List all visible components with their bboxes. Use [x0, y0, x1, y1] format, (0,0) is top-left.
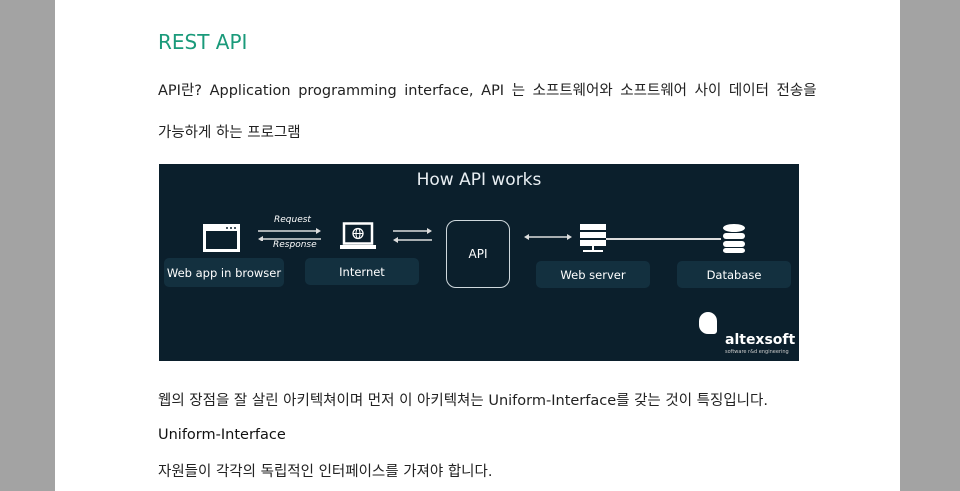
- database-label: Database: [677, 261, 791, 288]
- browser-icon: [203, 224, 240, 252]
- internet-api-arrows: [393, 228, 432, 243]
- server-db-connector: [606, 238, 721, 240]
- intro-text-line1: API란? Application programming interface,…: [158, 83, 817, 99]
- laptop-globe-icon: [340, 222, 376, 249]
- response-label: Response: [273, 240, 317, 250]
- altexsoft-logo: altexsoft: [725, 332, 796, 348]
- subheading: Uniform-Interface: [158, 427, 286, 443]
- api-diagram-image: How API works Request Response API Web a…: [159, 164, 799, 361]
- request-response-arrows: [258, 228, 321, 241]
- altexsoft-tagline: software r&d engineering: [725, 349, 789, 355]
- request-label: Request: [274, 215, 311, 225]
- api-box: API: [446, 220, 510, 288]
- internet-label: Internet: [305, 258, 419, 285]
- web-server-label: Web server: [536, 261, 650, 288]
- database-icon: [723, 224, 745, 253]
- api-server-arrow: [524, 234, 572, 240]
- paragraph: 자원들이 각각의 독립적인 인터페이스를 가져야 합니다.: [158, 464, 493, 480]
- section-heading: REST API: [158, 30, 248, 54]
- server-icon: [580, 224, 606, 252]
- web-app-label: Web app in browser: [164, 258, 284, 287]
- intro-text-line2: 가능하게 하는 프로그램: [158, 125, 301, 141]
- paragraph: 웹의 장점을 잘 살린 아키텍쳐이며 먼저 이 아키텍쳐는 Uniform-In…: [158, 393, 768, 409]
- diagram-title: How API works: [416, 170, 542, 190]
- altexsoft-logo-icon: [699, 312, 717, 334]
